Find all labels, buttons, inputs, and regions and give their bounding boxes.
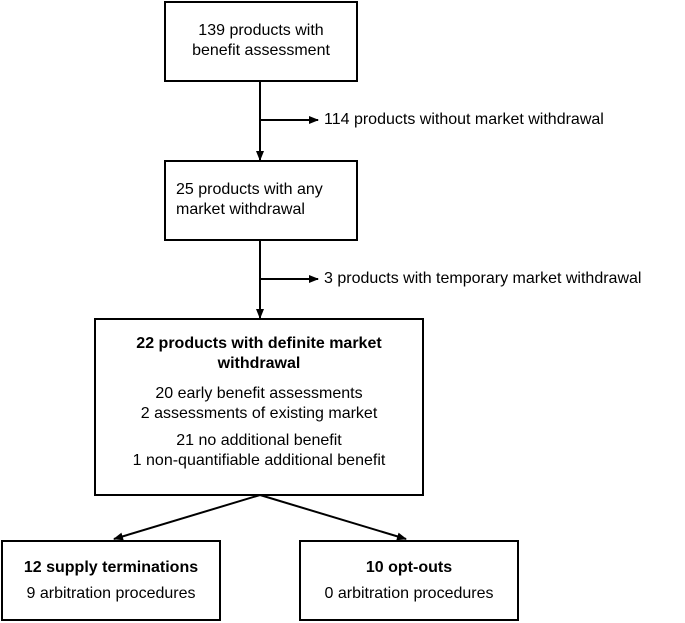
label-without-withdrawal: 114 products without market withdrawal — [324, 111, 604, 128]
box-definite-title-line-1: 22 products with definite market — [136, 335, 382, 352]
box-definite-group2-line-1: 21 no additional benefit — [176, 432, 342, 449]
arrow-definite-to-supply — [113, 494, 261, 541]
arrow-definite-to-optout — [259, 494, 407, 541]
box-optout-title: 10 opt-outs — [365, 559, 453, 576]
box-definite-group2-line-2: 1 non-quantifiable additional benefit — [132, 452, 386, 469]
box-definite-group1-line-1: 20 early benefit assessments — [155, 385, 363, 402]
box-any-withdrawal: 25 products with any market withdrawal — [164, 160, 358, 241]
box-supply-title: 12 supply terminations — [23, 559, 199, 576]
box-benefit-assessment-line-1: 139 products with — [198, 22, 324, 39]
box-benefit-assessment: 139 products with benefit assessment — [164, 1, 358, 82]
box-benefit-assessment-line-2: benefit assessment — [192, 42, 330, 59]
box-supply-terminations: 12 supply terminations 9 arbitration pro… — [1, 540, 221, 621]
label-temporary-withdrawal: 3 products with temporary market withdra… — [324, 270, 642, 287]
box-opt-outs: 10 opt-outs 0 arbitration procedures — [299, 540, 519, 621]
box-any-withdrawal-line-1: 25 products with any — [176, 181, 323, 198]
box-definite-withdrawal: 22 products with definite market withdra… — [94, 318, 424, 496]
box-definite-group1-line-2: 2 assessments of existing market — [140, 405, 378, 422]
box-any-withdrawal-line-2: market withdrawal — [176, 201, 305, 218]
box-supply-detail: 9 arbitration procedures — [26, 585, 196, 602]
box-optout-detail: 0 arbitration procedures — [324, 585, 494, 602]
box-definite-title-line-2: withdrawal — [217, 355, 301, 372]
